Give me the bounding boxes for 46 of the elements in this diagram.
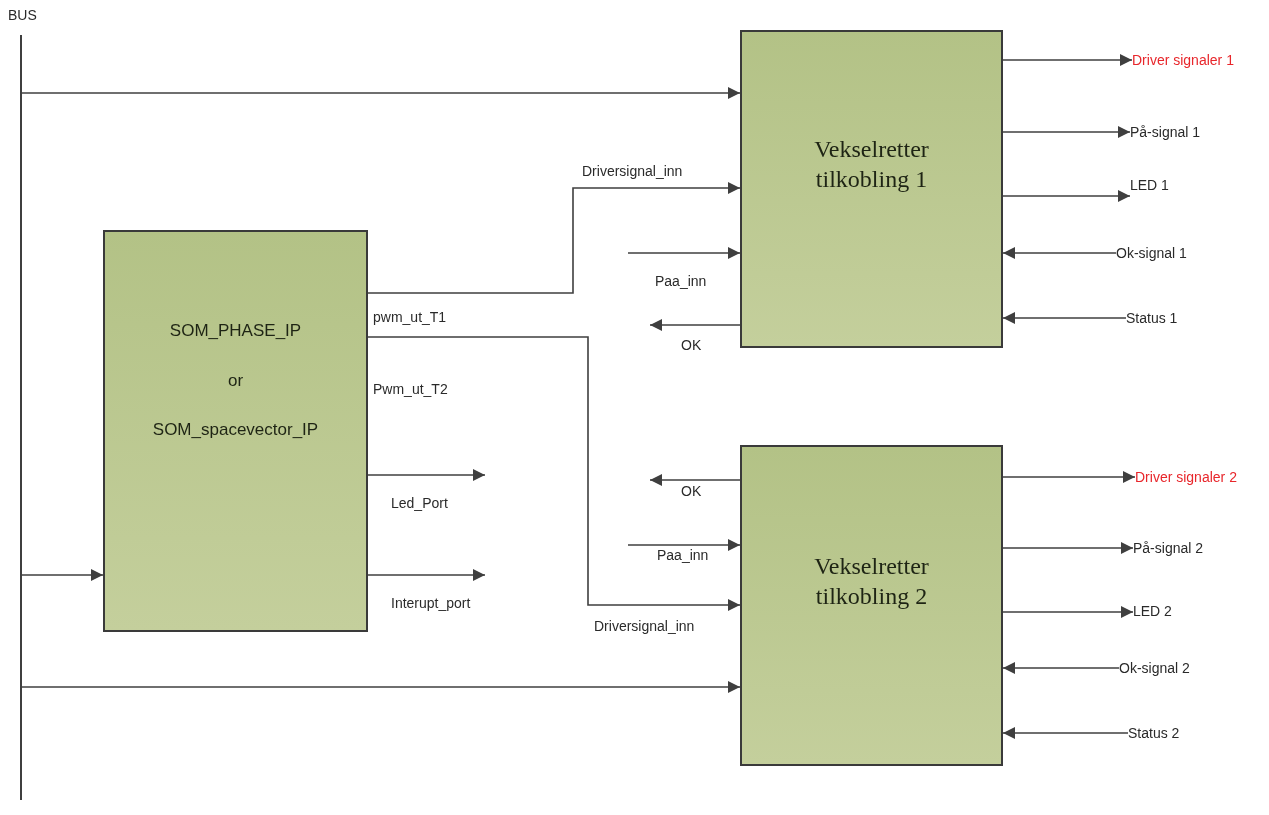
signal-name: På-signal 1 (1130, 121, 1201, 143)
signal-name: LED 1 (1130, 174, 1169, 196)
arrow (367, 569, 486, 581)
arrow (21, 569, 104, 581)
arrow (649, 319, 741, 331)
signal-name: Ok-signal 2 (1119, 657, 1190, 679)
signal-name: Status 2 (1128, 722, 1180, 744)
signal-label: Driversignal_inn (582, 162, 683, 180)
arrow (1002, 190, 1131, 202)
arrow (367, 336, 741, 611)
arrow (21, 87, 741, 99)
edge-label: Led_Port (390, 494, 449, 512)
arrow (1002, 471, 1136, 483)
arrow (649, 474, 741, 486)
block-title: Vekselretter tilkobling 1 (813, 135, 930, 194)
signal-name: Status 1 (1126, 307, 1178, 329)
arrow (1002, 727, 1129, 739)
bus-line (20, 35, 22, 800)
signal-name: LED 2 (1133, 600, 1172, 622)
block-box (740, 445, 1003, 766)
arrow (1002, 606, 1134, 618)
signal-label: BUS (8, 6, 37, 24)
block-box (103, 230, 368, 632)
arrow (367, 469, 486, 481)
arrow (627, 247, 741, 259)
arrow (1002, 542, 1134, 554)
block-box (740, 30, 1003, 348)
signal-name: Driver signaler 2 (1135, 466, 1237, 488)
arrow (1002, 126, 1131, 138)
arrow (627, 539, 741, 551)
block-title: SOM_PHASE_IP (169, 320, 302, 342)
signal-name: Driver signaler 1 (1132, 49, 1234, 71)
signal-label: Driversignal_inn (594, 617, 695, 635)
edge-label: Paa_inn (654, 272, 708, 290)
signal-name: Ok-signal 1 (1116, 242, 1187, 264)
edge-label: Paa_inn (656, 546, 710, 564)
block-title: Vekselretter tilkobling 2 (813, 551, 930, 611)
arrow (1002, 54, 1133, 66)
block-title: SOM_spacevector_IP (152, 419, 319, 441)
arrow (1002, 247, 1117, 259)
arrow (1002, 662, 1120, 674)
arrow (21, 681, 741, 693)
arrow (1002, 312, 1127, 324)
block-title: or (227, 369, 244, 392)
arrow (367, 182, 741, 294)
signal-name: På-signal 2 (1133, 537, 1204, 559)
